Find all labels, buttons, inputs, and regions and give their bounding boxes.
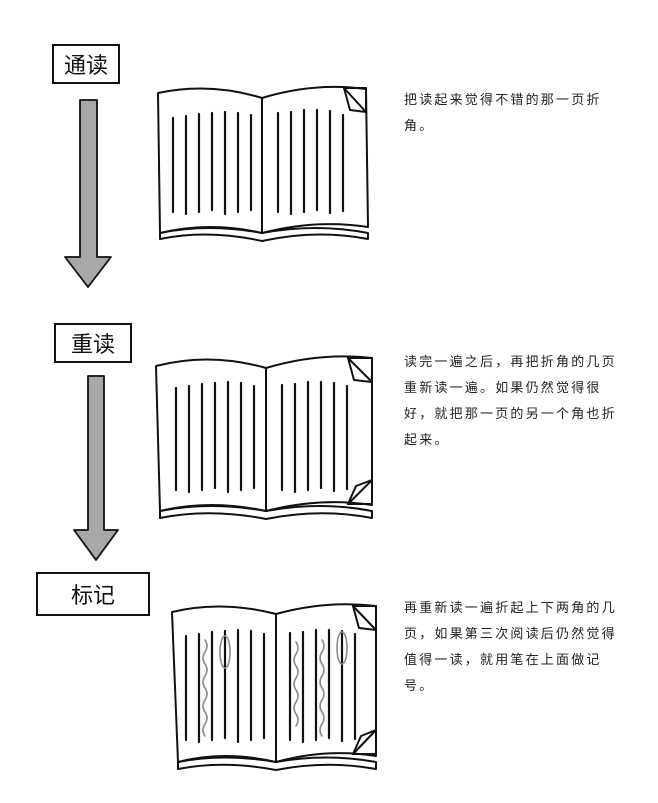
down-arrow-1 bbox=[64, 99, 112, 288]
open-book-marked-icon bbox=[171, 603, 377, 771]
step-description-skim: 把读起来觉得不错的那一页折角。 bbox=[404, 93, 602, 134]
step-description-mark: 再重新读一遍折起上下两角的几页，如果第三次阅读后仍然觉得值得一读，就用笔在上面做… bbox=[404, 601, 617, 694]
open-book-one-corner-icon bbox=[157, 85, 369, 242]
pen-marks bbox=[202, 631, 348, 737]
step-label-reread: 重读 bbox=[54, 323, 132, 363]
step-label-skim: 通读 bbox=[52, 44, 120, 84]
step-label-mark: 标记 bbox=[36, 572, 150, 616]
step-description-reread: 读完一遍之后，再把折角的几页重新读一遍。如果仍然觉得很好，就把那一页的另一个角也… bbox=[404, 355, 617, 448]
down-arrow-2 bbox=[73, 375, 119, 561]
open-book-two-corners-icon bbox=[155, 355, 373, 520]
